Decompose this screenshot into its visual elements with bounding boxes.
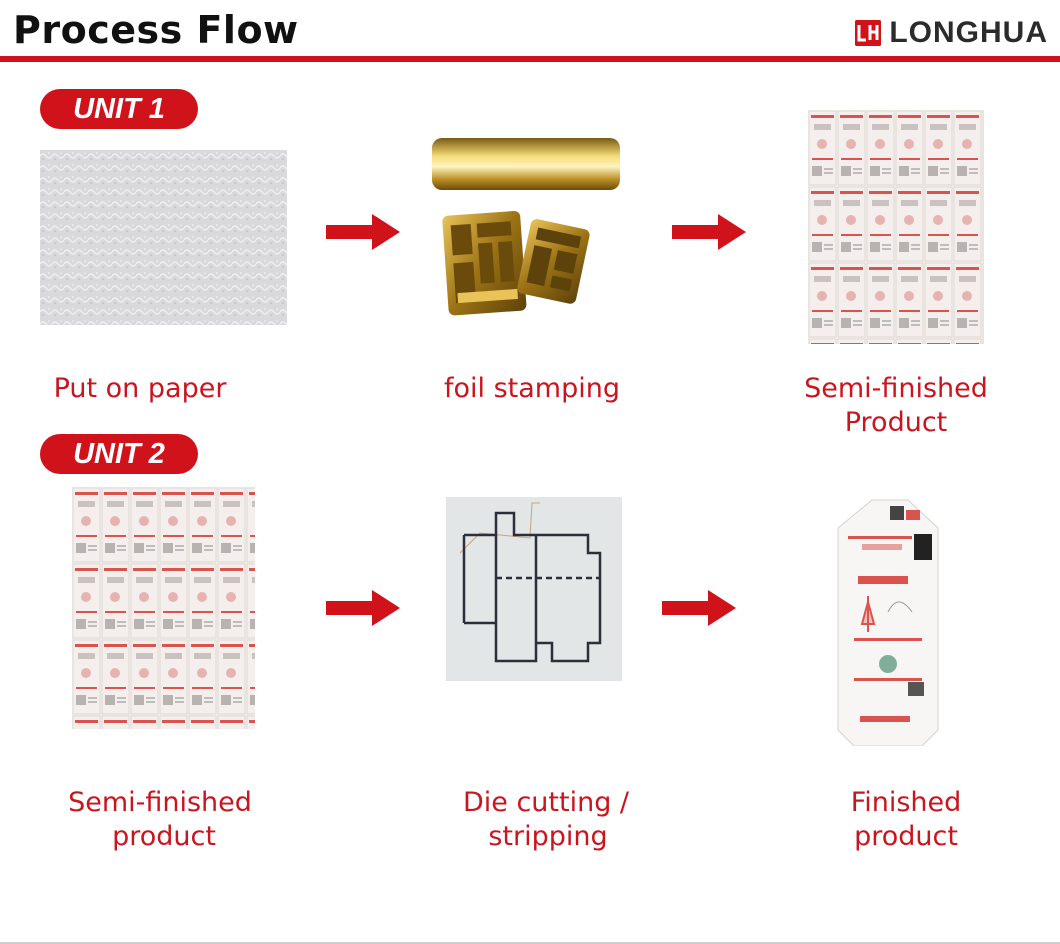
caption-line: Product	[844, 407, 948, 438]
printed-sheet-image	[72, 487, 255, 729]
arrow-right-icon	[662, 590, 736, 626]
arrow-right-icon	[326, 590, 400, 626]
printed-sheet-image	[808, 110, 984, 344]
header-divider	[0, 56, 1060, 62]
caption-line: product	[112, 821, 216, 852]
step-caption: Die cutting / stripping	[446, 786, 646, 854]
footer-divider	[0, 942, 1060, 944]
caption-line: stripping	[488, 821, 608, 852]
arrow-right-icon	[326, 214, 400, 250]
step-caption: foil stamping	[443, 373, 620, 404]
step-caption: Put on paper	[53, 373, 227, 404]
paper-sheet-image	[40, 150, 287, 325]
logo-text: LONGHUA	[889, 16, 1048, 49]
page-title: Process Flow	[13, 8, 299, 52]
unfolded-box-image	[837, 499, 939, 746]
step-caption: Semi-finished Product	[793, 372, 999, 440]
foil-roll-and-stamping-dies-image	[432, 138, 620, 316]
lh-logo-icon	[855, 20, 882, 46]
die-cut-board-image	[446, 497, 622, 681]
caption-line: Die cutting /	[462, 787, 630, 818]
arrow-right-icon	[672, 214, 746, 250]
unit-2-badge: UNIT 2	[40, 434, 198, 474]
caption-line: Finished	[850, 787, 962, 818]
unit-1-badge: UNIT 1	[40, 89, 198, 129]
caption-line: Semi-finished	[68, 787, 252, 818]
step-caption: Finished product	[806, 786, 1006, 854]
step-caption: Semi-finished product	[50, 786, 270, 854]
brand-logo: LONGHUA	[855, 16, 1048, 50]
caption-line: Semi-finished	[804, 373, 988, 404]
caption-line: product	[854, 821, 958, 852]
